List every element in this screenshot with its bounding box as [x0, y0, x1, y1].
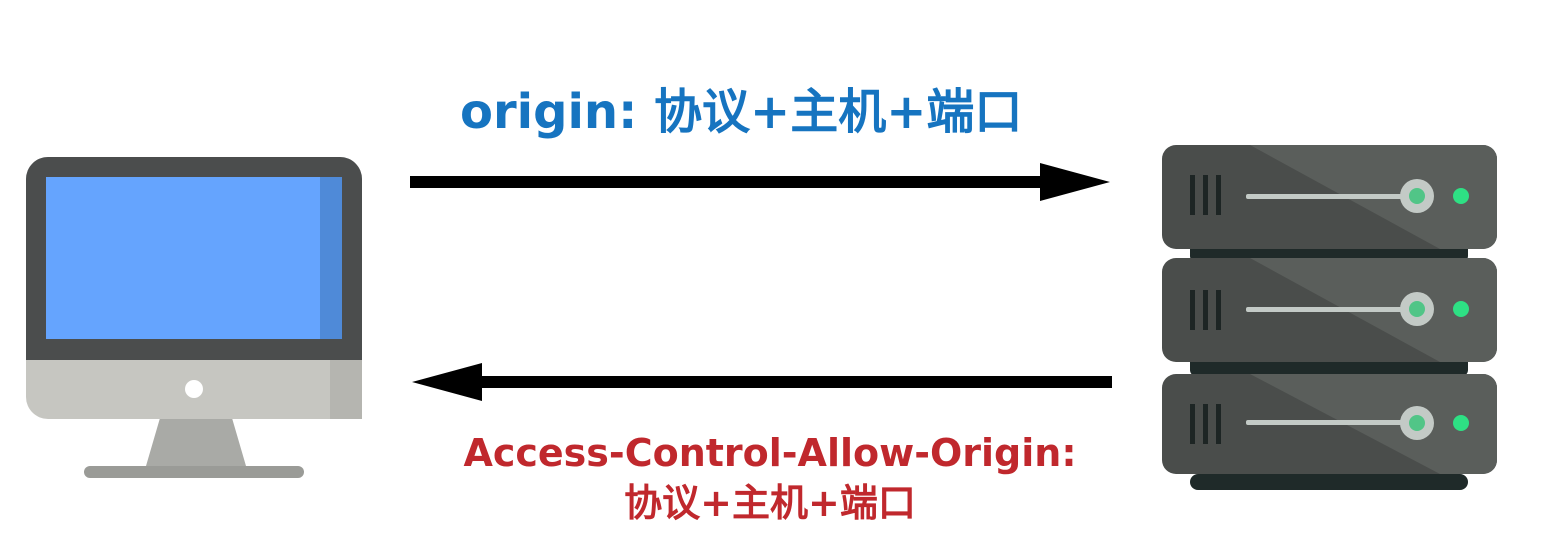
request-arrow — [410, 163, 1110, 201]
server-unit-3 — [1162, 374, 1497, 474]
request-origin-label: origin: 协议+主机+端口 — [460, 84, 1023, 140]
response-label-line-1: Access-Control-Allow-Origin: — [463, 431, 1077, 475]
response-arrow — [412, 363, 1112, 401]
response-acao-label: Access-Control-Allow-Origin: 协议+主机+端口 — [440, 428, 1100, 528]
server-unit-2 — [1162, 258, 1497, 376]
server-unit-1 — [1162, 145, 1497, 262]
response-label-line-2: 协议+主机+端口 — [624, 481, 916, 525]
server-rack-icon — [1162, 145, 1497, 490]
desktop-computer-icon — [26, 157, 362, 478]
